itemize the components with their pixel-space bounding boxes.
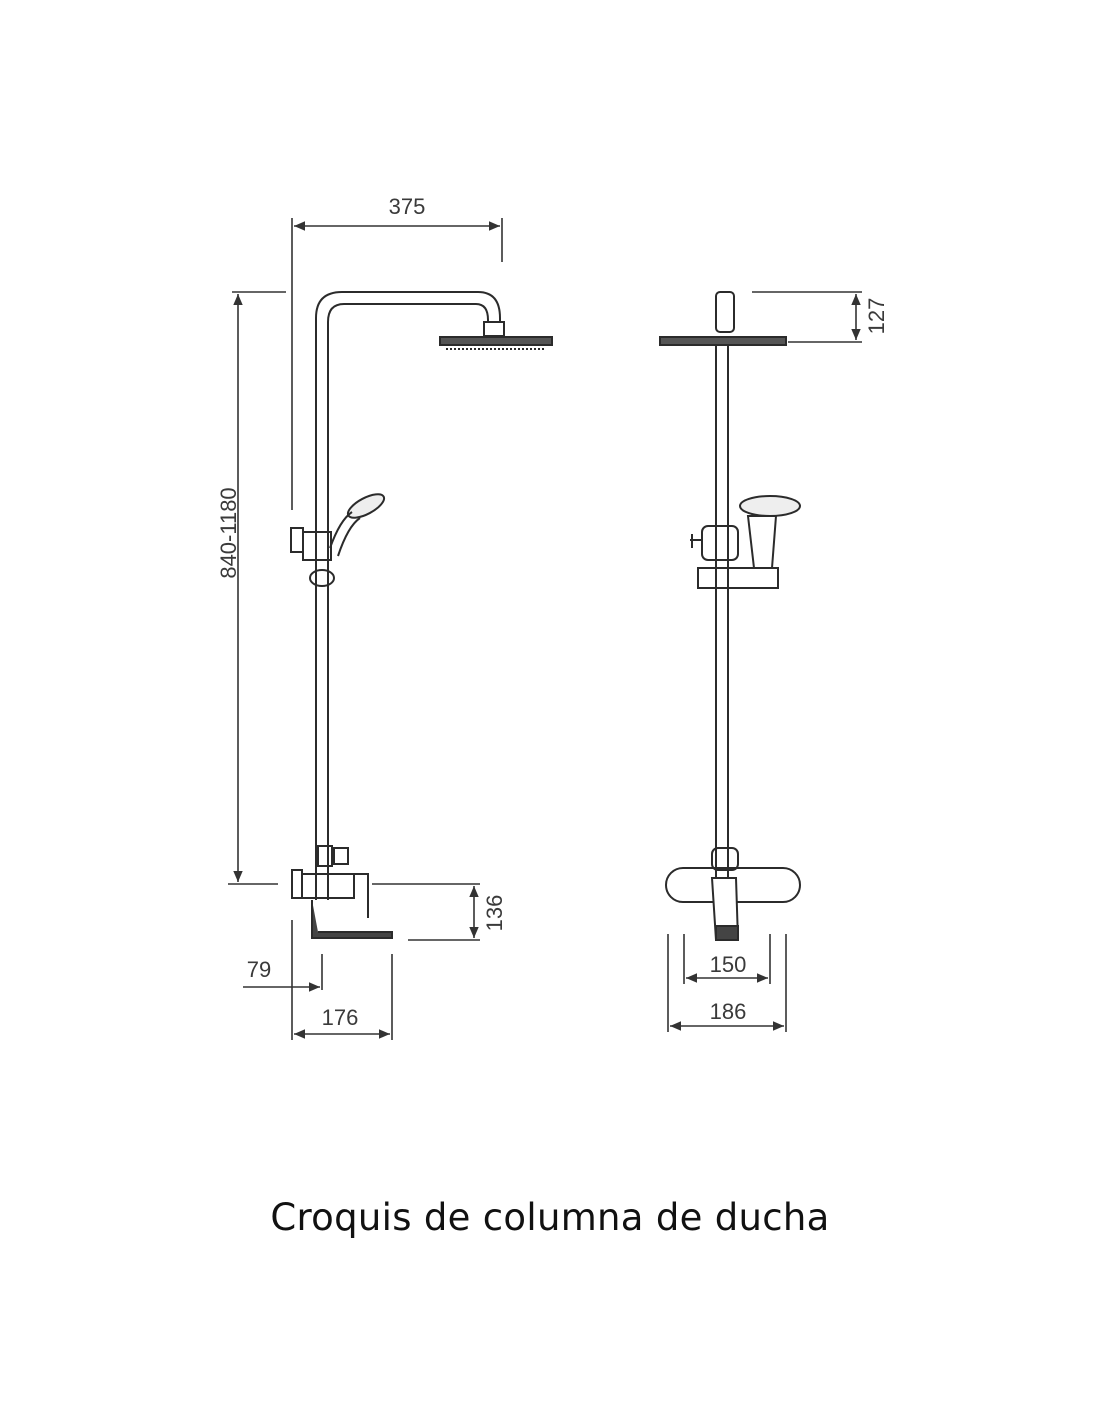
- caption: Croquis de columna de ducha: [270, 1196, 830, 1239]
- dim-wall-to-column: 79: [247, 957, 271, 982]
- slide-holder: [701, 525, 739, 561]
- dim-mixer-width: 186: [710, 999, 747, 1024]
- dim-spout-projection: 176: [322, 1005, 359, 1030]
- mixer-knob: [291, 869, 303, 899]
- rain-shower-head: [439, 336, 553, 346]
- head-connector: [715, 291, 735, 333]
- column-pipe: [315, 291, 501, 900]
- dim-spout-height: 136: [482, 895, 507, 932]
- diverter: [711, 847, 739, 871]
- bath-spout: [311, 900, 393, 939]
- rain-shower-head: [659, 336, 787, 346]
- diverter: [317, 845, 333, 867]
- mixer-handle: [352, 873, 369, 918]
- side-view: [290, 291, 553, 939]
- hand-shower: [329, 493, 386, 557]
- mixer-body: [301, 873, 355, 899]
- dim-arm-reach: 375: [389, 194, 426, 219]
- dim-head-height: 127: [864, 298, 889, 335]
- dim-inlet-spacing: 150: [710, 952, 747, 977]
- head-connector: [483, 321, 505, 337]
- hand-shower: [739, 495, 801, 517]
- height-adjust-ring: [309, 569, 335, 587]
- dim-height-range: 840-1180: [216, 487, 241, 578]
- slide-holder: [302, 531, 332, 561]
- holder-knob: [290, 527, 304, 553]
- front-view: [659, 291, 801, 941]
